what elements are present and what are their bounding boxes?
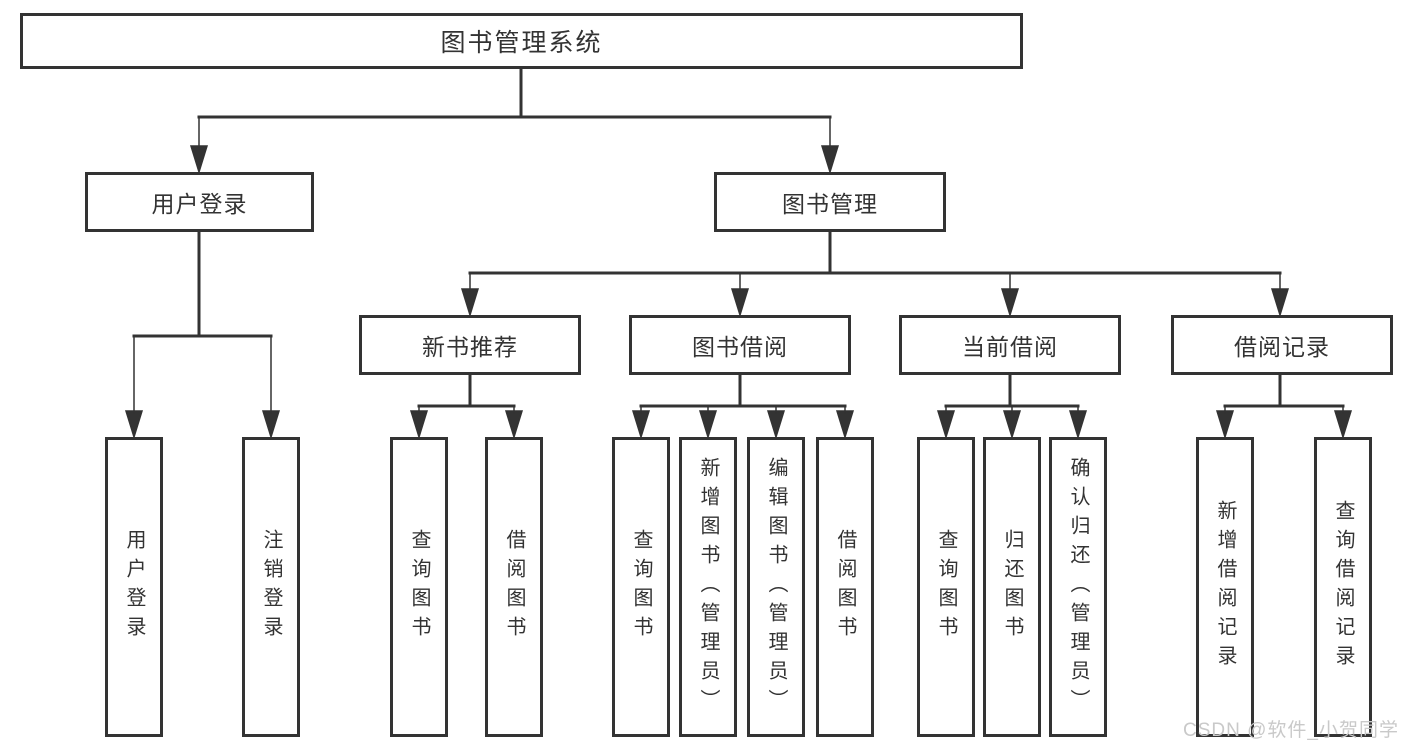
- node-root-label: 图书管理系统: [440, 29, 603, 57]
- arrow-to-user-login: [189, 117, 209, 175]
- arrow-cb-leaf-3: [1068, 406, 1088, 440]
- csdn-watermark: CSDN @软件_小贺同学: [1183, 720, 1399, 741]
- leaf-bb-borrow-book: 借阅图书: [816, 437, 874, 737]
- node-book-mgmt: 图书管理: [714, 172, 946, 232]
- node-book-borrow-label: 图书借阅: [692, 334, 788, 360]
- node-current-borrow-label: 当前借阅: [962, 334, 1058, 360]
- node-book-borrow: 图书借阅: [629, 315, 851, 375]
- leaf-br-add-record: 新增借阅记录: [1196, 437, 1254, 737]
- leaf-cb-query-book: 查询图书: [917, 437, 975, 737]
- leaf-bb-add-book-label: 新增图书（管理员）: [697, 456, 719, 718]
- arrow-br-leaf-2: [1333, 406, 1353, 440]
- leaf-cb-confirm-return: 确认归还（管理员）: [1049, 437, 1107, 737]
- arrow-to-leaf-login: [124, 336, 144, 440]
- arrow-cb-leaf-2: [1002, 406, 1022, 440]
- arrow-to-new-book: [460, 273, 480, 318]
- leaf-nb-borrow-book: 借阅图书: [485, 437, 543, 737]
- node-root: 图书管理系统: [20, 13, 1023, 69]
- leaf-logout: 注销登录: [242, 437, 300, 737]
- leaf-nb-borrow-book-label: 借阅图书: [503, 529, 525, 645]
- leaf-bb-query-book: 查询图书: [612, 437, 670, 737]
- node-book-mgmt-label: 图书管理: [782, 191, 878, 217]
- arrow-to-leaf-logout: [261, 336, 281, 440]
- arrow-nb-leaf-2: [504, 406, 524, 440]
- node-current-borrow: 当前借阅: [899, 315, 1121, 375]
- leaf-bb-edit-book-label: 编辑图书（管理员）: [765, 456, 787, 718]
- leaf-cb-confirm-return-label: 确认归还（管理员）: [1067, 456, 1089, 718]
- leaf-user-login-label: 用户登录: [123, 529, 145, 645]
- leaf-logout-label: 注销登录: [260, 529, 282, 645]
- node-borrow-record: 借阅记录: [1171, 315, 1393, 375]
- arrow-to-book-borrow: [730, 273, 750, 318]
- node-new-book-label: 新书推荐: [422, 334, 518, 360]
- leaf-br-query-record: 查询借阅记录: [1314, 437, 1372, 737]
- node-user-login-label: 用户登录: [151, 191, 248, 217]
- leaf-nb-query-book-label: 查询图书: [408, 529, 430, 645]
- arrow-cb-leaf-1: [936, 406, 956, 440]
- leaf-cb-return-book-label: 归还图书: [1001, 529, 1023, 645]
- leaf-bb-query-book-label: 查询图书: [630, 529, 652, 645]
- leaf-user-login: 用户登录: [105, 437, 163, 737]
- arrow-bb-leaf-3: [766, 406, 786, 440]
- leaf-br-query-record-label: 查询借阅记录: [1332, 500, 1354, 674]
- leaf-bb-add-book: 新增图书（管理员）: [679, 437, 737, 737]
- arrow-bb-leaf-1: [631, 406, 651, 440]
- leaf-cb-query-book-label: 查询图书: [935, 529, 957, 645]
- arrow-bb-leaf-2: [698, 406, 718, 440]
- arrow-nb-leaf-1: [409, 406, 429, 440]
- leaf-br-add-record-label: 新增借阅记录: [1214, 500, 1236, 674]
- arrow-br-leaf-1: [1215, 406, 1235, 440]
- leaf-bb-edit-book: 编辑图书（管理员）: [747, 437, 805, 737]
- arrow-to-book-mgmt: [820, 117, 840, 175]
- leaf-bb-borrow-book-label: 借阅图书: [834, 529, 856, 645]
- node-user-login: 用户登录: [85, 172, 314, 232]
- leaf-cb-return-book: 归还图书: [983, 437, 1041, 737]
- arrow-to-current-borrow: [1000, 273, 1020, 318]
- node-borrow-record-label: 借阅记录: [1234, 334, 1330, 360]
- arrow-bb-leaf-4: [835, 406, 855, 440]
- leaf-nb-query-book: 查询图书: [390, 437, 448, 737]
- node-new-book: 新书推荐: [359, 315, 581, 375]
- arrow-to-borrow-record: [1270, 273, 1290, 318]
